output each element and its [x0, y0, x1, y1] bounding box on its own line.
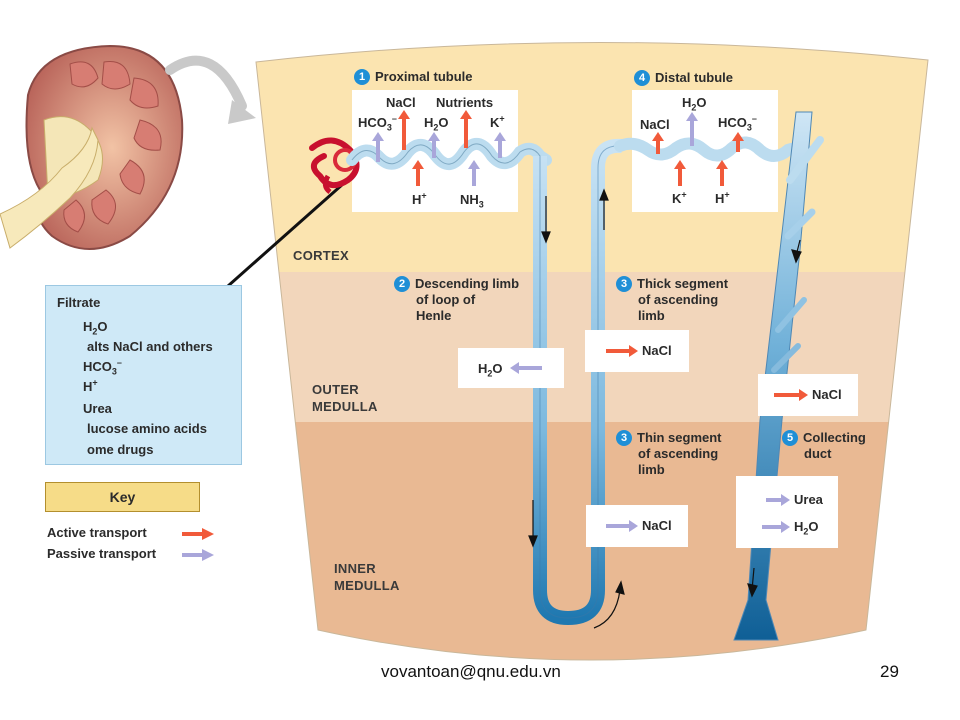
- prox-hco3-arrow: [372, 132, 384, 162]
- collecting-h2o-arrow: [762, 521, 790, 533]
- key-box: Key: [45, 482, 200, 512]
- proximal-title: 1 Proximal tubule: [354, 69, 473, 85]
- prox-k-arrow: [494, 132, 506, 158]
- filtrate-item-2: alts NaCl and others: [87, 339, 213, 354]
- collecting-urea: Urea: [794, 492, 823, 507]
- kidney-illustration: [0, 44, 256, 250]
- collecting-line1: Collecting: [803, 430, 866, 445]
- prox-nutrients-arrow: [460, 110, 472, 148]
- footer-page-number: 29: [880, 662, 899, 681]
- dist-nacl: NaCl: [640, 117, 670, 132]
- desc-h2o: H2O: [478, 361, 503, 379]
- collecting-urea-arrow: [766, 494, 790, 506]
- distal-title: 4 Distal tubule: [634, 70, 733, 86]
- zone-inner-line2: MEDULLA: [334, 578, 400, 593]
- thin-line2: of ascending: [638, 446, 719, 461]
- collecting-title: 5 Collecting duct: [782, 430, 866, 462]
- distal-tubule: [614, 136, 812, 162]
- desc-h2o-arrow: [510, 362, 542, 374]
- dist-hco3: HCO3–: [718, 113, 757, 133]
- filtrate-item-6: lucose amino acids: [87, 421, 207, 436]
- dist-k: K+: [672, 189, 687, 206]
- collecting-nacl-arrow: [774, 389, 808, 401]
- distal-number: 4: [634, 70, 650, 86]
- zone-inner-line1: INNER: [334, 561, 376, 576]
- thin-nacl-arrow: [606, 520, 638, 532]
- thick-title: 3 Thick segment of ascending limb: [616, 276, 728, 324]
- thick-line3: limb: [638, 308, 665, 323]
- dist-h2o-arrow: [686, 112, 698, 146]
- descending-line2: of loop of: [416, 292, 476, 307]
- thick-line1: Thick segment: [637, 276, 729, 291]
- thin-number: 3: [616, 430, 632, 446]
- filtrate-item-4: H+: [83, 377, 98, 394]
- key-active-label: Active transport: [47, 525, 147, 540]
- zone-inner-medulla: INNER MEDULLA: [334, 560, 400, 594]
- descending-line1: Descending limb: [415, 276, 520, 291]
- prox-k: K+: [490, 113, 505, 130]
- prox-nutrients: Nutrients: [436, 95, 494, 110]
- key-active-arrow: [182, 528, 214, 540]
- proximal-number: 1: [354, 69, 370, 85]
- descending-title: 2 Descending limb of loop of Henle: [394, 276, 519, 324]
- dist-h2o: H2O: [682, 95, 707, 113]
- filtrate-item-1: H2O: [83, 319, 108, 337]
- thin-line1: Thin segment: [637, 430, 722, 445]
- collecting-nacl: NaCl: [812, 387, 842, 402]
- collecting-line2: duct: [804, 446, 832, 461]
- collecting-h2o: H2O: [794, 519, 819, 537]
- transport-arrows: [372, 110, 808, 533]
- dist-h: H+: [715, 189, 730, 206]
- zone-outer-medulla: OUTER MEDULLA: [312, 381, 378, 415]
- thick-number: 3: [616, 276, 632, 292]
- prox-h2o-arrow: [428, 132, 440, 158]
- filtrate-item-5: Urea: [83, 401, 112, 416]
- prox-nacl-arrow: [398, 110, 410, 150]
- prox-h: H+: [412, 190, 427, 207]
- filtrate-title: Filtrate: [57, 295, 101, 310]
- thick-nacl: NaCl: [642, 343, 672, 358]
- prox-nacl: NaCl: [386, 95, 416, 110]
- thin-nacl: NaCl: [642, 518, 672, 533]
- prox-nh3: NH3: [460, 192, 484, 210]
- key-passive-arrow: [182, 549, 214, 561]
- thin-title: 3 Thin segment of ascending limb: [616, 430, 722, 478]
- thin-line3: limb: [638, 462, 665, 477]
- dist-h-arrow: [716, 160, 728, 186]
- descending-line3: Henle: [416, 308, 452, 323]
- proximal-title-text: Proximal tubule: [375, 69, 473, 84]
- collecting-inner-box: [736, 476, 838, 548]
- thick-nacl-arrow: [606, 345, 638, 357]
- descending-number: 2: [394, 276, 410, 292]
- zone-outer-line1: OUTER: [312, 382, 359, 397]
- key-passive-label: Passive transport: [47, 546, 157, 561]
- filtrate-box: Filtrate H2O alts NaCl and others HCO3– …: [45, 285, 242, 465]
- dist-k-arrow: [674, 160, 686, 186]
- zone-outer-line2: MEDULLA: [312, 399, 378, 414]
- collecting-number: 5: [782, 430, 798, 446]
- filtrate-item-7: ome drugs: [87, 442, 154, 457]
- dist-nacl-arrow: [652, 132, 664, 154]
- footer-email: vovantoan@qnu.edu.vn: [381, 662, 561, 681]
- zone-cortex: CORTEX: [293, 248, 349, 263]
- prox-h-arrow: [412, 160, 424, 186]
- prox-h2o: H2O: [424, 115, 449, 133]
- prox-hco3: HCO3–: [358, 113, 397, 133]
- prox-nh3-arrow: [468, 160, 480, 186]
- dist-hco3-arrow: [732, 132, 744, 152]
- distal-title-text: Distal tubule: [655, 70, 734, 85]
- thick-line2: of ascending: [638, 292, 719, 307]
- filtrate-item-3: HCO3–: [83, 357, 122, 377]
